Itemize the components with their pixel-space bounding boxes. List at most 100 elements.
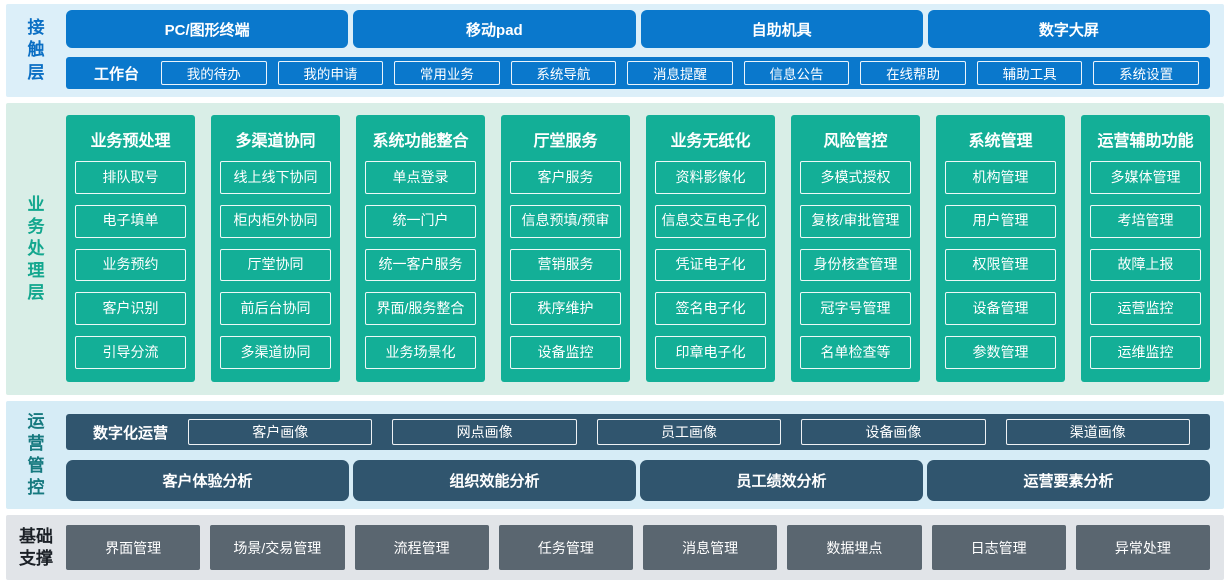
module-counter-collab[interactable]: 柜内柜外协同 xyxy=(220,204,331,238)
profile-employee[interactable]: 员工画像 xyxy=(596,419,782,445)
foundation-exception-handling[interactable]: 异常处理 xyxy=(1075,525,1210,570)
module-permission-mgmt[interactable]: 权限管理 xyxy=(945,248,1056,282)
business-layer-body: 业务预处理 排队取号 电子填单 业务预约 客户识别 引导分流 多渠道协同 线上线… xyxy=(66,103,1224,395)
column-title: 多渠道协同 xyxy=(235,133,316,150)
module-device-monitoring[interactable]: 设备监控 xyxy=(510,336,621,369)
business-processing-layer: 业务处理层 业务预处理 排队取号 电子填单 业务预约 客户识别 引导分流 多渠道… xyxy=(6,103,1224,395)
column-items: 排队取号 电子填单 业务预约 客户识别 引导分流 xyxy=(75,161,186,369)
column-title: 系统功能整合 xyxy=(372,133,469,150)
column-items: 客户服务 信息预填/预审 营销服务 秩序维护 设备监控 xyxy=(510,161,621,369)
foundation-message-mgmt[interactable]: 消息管理 xyxy=(643,525,778,570)
profile-channel[interactable]: 渠道画像 xyxy=(1005,419,1190,445)
digital-operations-label: 数字化运营 xyxy=(93,424,169,442)
module-queue-ticketing[interactable]: 排队取号 xyxy=(75,161,186,194)
workbench-system-nav[interactable]: 系统导航 xyxy=(510,61,617,85)
module-identity-verification[interactable]: 身份核查管理 xyxy=(800,248,911,282)
operations-layer-label: 运营管控 xyxy=(6,401,66,509)
terminal-digital-screen[interactable]: 数字大屏 xyxy=(927,10,1210,48)
analysis-customer-experience[interactable]: 客户体验分析 xyxy=(66,460,349,501)
module-maintenance-monitoring[interactable]: 运维监控 xyxy=(1090,336,1201,369)
foundation-scene-trade-mgmt[interactable]: 场景/交易管理 xyxy=(210,525,345,570)
module-info-prefill[interactable]: 信息预填/预审 xyxy=(510,204,621,238)
workbench-message-alerts[interactable]: 消息提醒 xyxy=(627,61,733,85)
column-business-preprocessing: 业务预处理 排队取号 电子填单 业务预约 客户识别 引导分流 xyxy=(66,115,195,382)
module-electronic-voucher[interactable]: 凭证电子化 xyxy=(655,248,766,282)
module-electronic-exchange[interactable]: 信息交互电子化 xyxy=(655,204,766,238)
contact-layer-label-text: 接触层 xyxy=(27,18,45,82)
module-customer-service[interactable]: 客户服务 xyxy=(510,161,621,194)
foundation-log-mgmt[interactable]: 日志管理 xyxy=(931,525,1066,570)
workbench-label: 工作台 xyxy=(94,65,140,83)
module-customer-identify[interactable]: 客户识别 xyxy=(75,292,186,326)
terminal-pc-graphics[interactable]: PC/图形终端 xyxy=(66,10,349,48)
module-front-back-collab[interactable]: 前后台协同 xyxy=(220,292,331,326)
column-hall-services: 厅堂服务 客户服务 信息预填/预审 营销服务 秩序维护 设备监控 xyxy=(501,115,630,382)
workbench-common-business[interactable]: 常用业务 xyxy=(394,61,500,85)
profile-branch[interactable]: 网点画像 xyxy=(392,419,577,445)
operations-control-layer: 运营管控 数字化运营 客户画像 网点画像 员工画像 设备画像 渠道画像 客户体验… xyxy=(6,401,1224,509)
terminal-self-service[interactable]: 自助机具 xyxy=(640,10,923,48)
module-multimode-authorization[interactable]: 多模式授权 xyxy=(800,161,911,194)
workbench-system-settings[interactable]: 系统设置 xyxy=(1093,61,1199,85)
business-columns: 业务预处理 排队取号 电子填单 业务预约 客户识别 引导分流 多渠道协同 线上线… xyxy=(66,115,1210,382)
module-multimedia-mgmt[interactable]: 多媒体管理 xyxy=(1090,161,1201,194)
workbench-bar: 工作台 我的待办 我的申请 常用业务 系统导航 消息提醒 信息公告 在线帮助 辅… xyxy=(66,57,1210,89)
module-multichannel-collab[interactable]: 多渠道协同 xyxy=(220,336,331,369)
module-training-mgmt[interactable]: 考培管理 xyxy=(1090,204,1201,238)
module-organization-mgmt[interactable]: 机构管理 xyxy=(945,161,1056,194)
module-marketing-service[interactable]: 营销服务 xyxy=(510,248,621,282)
contact-layer: 接触层 PC/图形终端 移动pad 自助机具 数字大屏 工作台 我的待办 我的申… xyxy=(6,4,1224,97)
column-items: 线上线下协同 柜内柜外协同 厅堂协同 前后台协同 多渠道协同 xyxy=(220,161,331,369)
module-serial-number-mgmt[interactable]: 冠字号管理 xyxy=(800,292,911,326)
module-user-mgmt[interactable]: 用户管理 xyxy=(945,204,1056,238)
column-risk-control: 风险管控 多模式授权 复核/审批管理 身份核查管理 冠字号管理 名单检查等 xyxy=(791,115,920,382)
module-business-scenarios[interactable]: 业务场景化 xyxy=(365,336,476,369)
module-parameter-mgmt[interactable]: 参数管理 xyxy=(945,336,1056,369)
module-unified-portal[interactable]: 统一门户 xyxy=(365,204,476,238)
foundation-layer-body: 界面管理 场景/交易管理 流程管理 任务管理 消息管理 数据埋点 日志管理 异常… xyxy=(66,515,1224,580)
profile-device[interactable]: 设备画像 xyxy=(801,419,986,445)
module-e-form-filling[interactable]: 电子填单 xyxy=(75,204,186,238)
module-document-imaging[interactable]: 资料影像化 xyxy=(655,161,766,194)
business-layer-label-text: 业务处理层 xyxy=(27,194,45,303)
foundation-data-tracking[interactable]: 数据埋点 xyxy=(787,525,922,570)
foundation-ui-mgmt[interactable]: 界面管理 xyxy=(66,525,201,570)
terminal-mobile-pad[interactable]: 移动pad xyxy=(353,10,636,48)
module-online-offline-collab[interactable]: 线上线下协同 xyxy=(220,161,331,194)
module-fault-reporting[interactable]: 故障上报 xyxy=(1090,248,1201,282)
workbench-online-help[interactable]: 在线帮助 xyxy=(860,61,966,85)
contact-layer-label: 接触层 xyxy=(6,4,66,97)
operations-layer-label-text: 运营管控 xyxy=(27,411,45,498)
column-items: 单点登录 统一门户 统一客户服务 界面/服务整合 业务场景化 xyxy=(365,161,476,369)
business-layer-label: 业务处理层 xyxy=(6,103,66,395)
module-watchlist-check[interactable]: 名单检查等 xyxy=(800,336,911,369)
profile-customer[interactable]: 客户画像 xyxy=(188,419,373,445)
module-operation-monitoring[interactable]: 运营监控 xyxy=(1090,292,1201,326)
module-unified-cust-service[interactable]: 统一客户服务 xyxy=(365,248,476,282)
module-guided-diversion[interactable]: 引导分流 xyxy=(75,336,186,369)
analysis-operation-elements[interactable]: 运营要素分析 xyxy=(927,460,1210,501)
foundation-layer-label: 基础支撑 xyxy=(6,515,66,580)
module-hall-collab[interactable]: 厅堂协同 xyxy=(220,248,331,282)
analysis-employee-performance[interactable]: 员工绩效分析 xyxy=(640,460,923,501)
column-items: 多模式授权 复核/审批管理 身份核查管理 冠字号管理 名单检查等 xyxy=(800,161,911,369)
digital-operations-bar: 数字化运营 客户画像 网点画像 员工画像 设备画像 渠道画像 xyxy=(66,414,1210,450)
workbench-aux-tools[interactable]: 辅助工具 xyxy=(976,61,1083,85)
workbench-my-applications[interactable]: 我的申请 xyxy=(277,61,384,85)
module-single-sign-on[interactable]: 单点登录 xyxy=(365,161,476,194)
module-review-approval[interactable]: 复核/审批管理 xyxy=(800,204,911,238)
module-business-booking[interactable]: 业务预约 xyxy=(75,248,186,282)
foundation-task-mgmt[interactable]: 任务管理 xyxy=(498,525,633,570)
workbench-my-todo[interactable]: 我的待办 xyxy=(161,61,267,85)
foundation-process-mgmt[interactable]: 流程管理 xyxy=(354,525,489,570)
workbench-announcements[interactable]: 信息公告 xyxy=(743,61,850,85)
module-ui-service-integration[interactable]: 界面/服务整合 xyxy=(365,292,476,326)
column-title: 业务预处理 xyxy=(90,133,171,150)
module-device-mgmt[interactable]: 设备管理 xyxy=(945,292,1056,326)
column-title: 厅堂服务 xyxy=(533,133,598,150)
analysis-org-efficiency[interactable]: 组织效能分析 xyxy=(353,460,636,501)
module-electronic-seal[interactable]: 印章电子化 xyxy=(655,336,766,369)
module-order-maintenance[interactable]: 秩序维护 xyxy=(510,292,621,326)
module-electronic-signature[interactable]: 签名电子化 xyxy=(655,292,766,326)
